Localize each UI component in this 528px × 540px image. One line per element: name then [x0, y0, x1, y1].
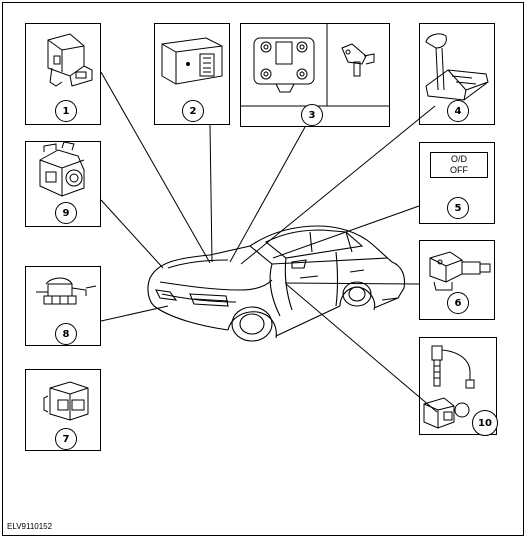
component-8-drawing — [36, 277, 97, 305]
component-3a-drawing — [253, 37, 315, 93]
diagram-frame — [2, 2, 524, 536]
component-number-7: 7 — [55, 428, 77, 450]
leader-line-3 — [229, 126, 306, 263]
component-number-2: 2 — [182, 100, 204, 122]
component-number-1: 1 — [55, 100, 77, 122]
leader-line-9 — [100, 199, 164, 269]
component-number-8: 8 — [55, 323, 77, 345]
component-6-drawing — [429, 251, 491, 291]
component-7-drawing — [43, 381, 89, 421]
leader-line-6 — [284, 282, 420, 285]
component-3b-drawing — [341, 43, 375, 77]
component-number-10: 10 — [472, 410, 498, 436]
component-1-drawing — [47, 33, 93, 87]
od-off-line-1: O/D — [450, 154, 467, 164]
component-number-3: 3 — [301, 104, 323, 126]
component-4-drawing — [425, 33, 489, 101]
figure-code: ELV9110152 — [7, 522, 53, 531]
component-2-drawing — [161, 37, 223, 85]
od-off-indicator: O/D OFF — [430, 152, 488, 178]
od-off-line-2: OFF — [450, 165, 468, 175]
component-9-drawing — [39, 141, 85, 197]
leader-line-4 — [240, 105, 436, 265]
component-number-4: 4 — [447, 100, 469, 122]
leader-line-1 — [100, 71, 211, 264]
component-number-5: 5 — [447, 197, 469, 219]
component-10-drawing — [423, 345, 475, 429]
component-number-6: 6 — [447, 292, 469, 314]
car-illustration — [147, 225, 406, 342]
leader-line-2 — [209, 124, 213, 263]
leader-line-10 — [285, 283, 438, 413]
component-number-9: 9 — [55, 202, 77, 224]
